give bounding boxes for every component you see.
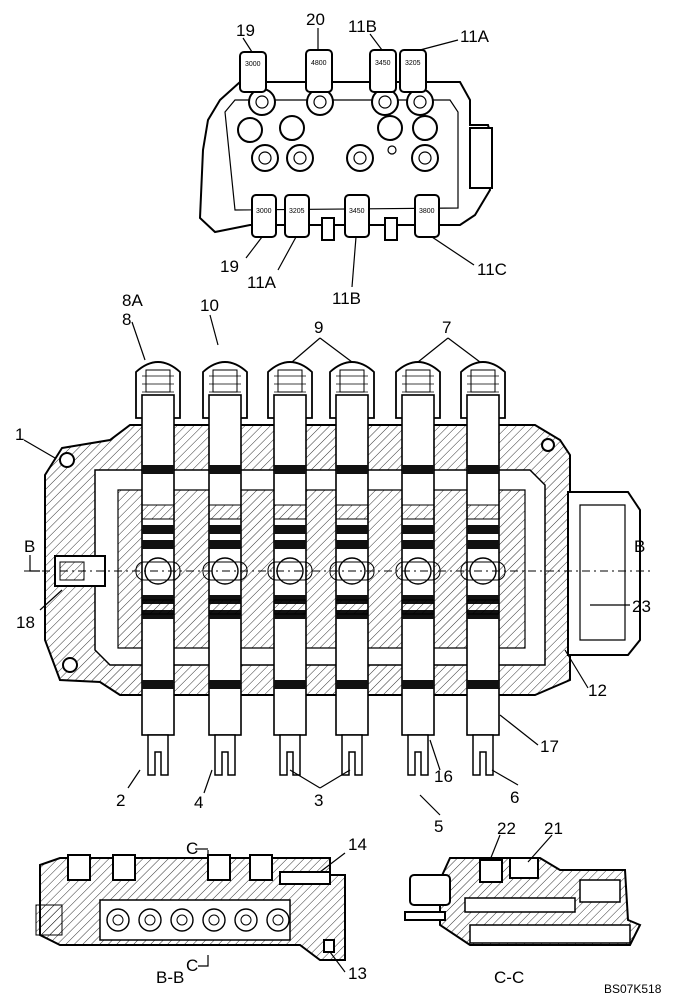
section-marker-b-right: B <box>634 537 645 556</box>
callout-3: 3 <box>314 791 323 810</box>
bb-bore-inner <box>208 914 220 926</box>
cap-value-20: 4800 <box>311 60 327 67</box>
section-bb-title: B-B <box>156 968 184 987</box>
callout-18: 18 <box>16 613 35 632</box>
callout-11a-bottom: 11A <box>247 273 277 292</box>
cap-value-19: 3000 <box>245 61 261 68</box>
callout-11a-top: 11A <box>460 27 490 46</box>
callout-5: 5 <box>434 817 443 836</box>
bb-bore-inner <box>176 914 188 926</box>
cap-value-11b-b: 3450 <box>349 208 365 215</box>
cap-value-11b: 3450 <box>375 60 391 67</box>
callout-8: 8 <box>122 310 131 329</box>
callout-21: 21 <box>544 819 563 838</box>
section-bb-view: C C 14 13 B-B <box>35 835 367 987</box>
top-relief-valves: 3000 4800 3450 3205 <box>239 49 427 93</box>
bb-bore <box>106 908 130 932</box>
callout-14: 14 <box>348 835 367 854</box>
bb-bore <box>266 908 290 932</box>
bb-bore <box>170 908 194 932</box>
callout-17: 17 <box>540 737 559 756</box>
cap-value-11c: 3800 <box>419 208 435 215</box>
callout-13: 13 <box>348 964 367 983</box>
callout-22: 22 <box>497 819 516 838</box>
callout-11c: 11C <box>477 260 507 279</box>
bb-bore <box>234 908 258 932</box>
callout-6: 6 <box>510 788 519 807</box>
callout-11b-top: 11B <box>348 17 377 36</box>
top-view-ports <box>237 88 493 189</box>
spool-section <box>135 361 181 776</box>
cap-value-19b: 3000 <box>256 208 272 215</box>
callout-11b-bottom: 11B <box>332 289 361 308</box>
callout-16: 16 <box>434 767 453 786</box>
bb-bore-inner <box>240 914 252 926</box>
main-section-view: 8A 8 10 9 7 1 B B 18 23 12 17 2 4 3 16 6… <box>15 291 651 836</box>
callout-12: 12 <box>588 681 607 700</box>
callout-7: 7 <box>442 318 451 337</box>
spool-section <box>267 361 313 776</box>
callout-4: 4 <box>194 793 203 812</box>
section-cc-title: C-C <box>494 968 524 987</box>
cut-marker-c-bottom: C <box>186 956 198 975</box>
callout-23: 23 <box>632 597 651 616</box>
callout-19-bottom: 19 <box>220 257 239 276</box>
callout-19-top: 19 <box>236 21 255 40</box>
callout-9: 9 <box>314 318 323 337</box>
callout-2: 2 <box>116 791 125 810</box>
cap-value-11a-b: 3205 <box>289 208 305 215</box>
callout-1: 1 <box>15 425 24 444</box>
callout-10: 10 <box>200 296 219 315</box>
bb-bore-inner <box>272 914 284 926</box>
drawing-reference: BS07K518 <box>604 982 662 996</box>
callout-20: 20 <box>306 10 325 29</box>
spool-section <box>395 361 441 776</box>
spool-section <box>329 361 375 776</box>
section-cc-view: 22 21 C-C <box>404 819 642 987</box>
section-marker-b-left: B <box>24 537 35 556</box>
bb-bore-inner <box>144 914 156 926</box>
spool-section <box>460 361 506 776</box>
cap-value-11a: 3205 <box>405 60 421 67</box>
callout-8a: 8A <box>122 291 143 310</box>
bb-bore <box>202 908 226 932</box>
bb-bores <box>106 908 290 932</box>
spool-section <box>202 361 248 776</box>
bb-bore <box>138 908 162 932</box>
bottom-relief-valves: 3000 3205 3450 3800 <box>251 194 440 241</box>
cut-marker-c-top: C <box>186 839 198 858</box>
bb-bore-inner <box>112 914 124 926</box>
top-view-valve: 3000 4800 3450 3205 3000 3205 3450 3800 … <box>198 10 507 308</box>
